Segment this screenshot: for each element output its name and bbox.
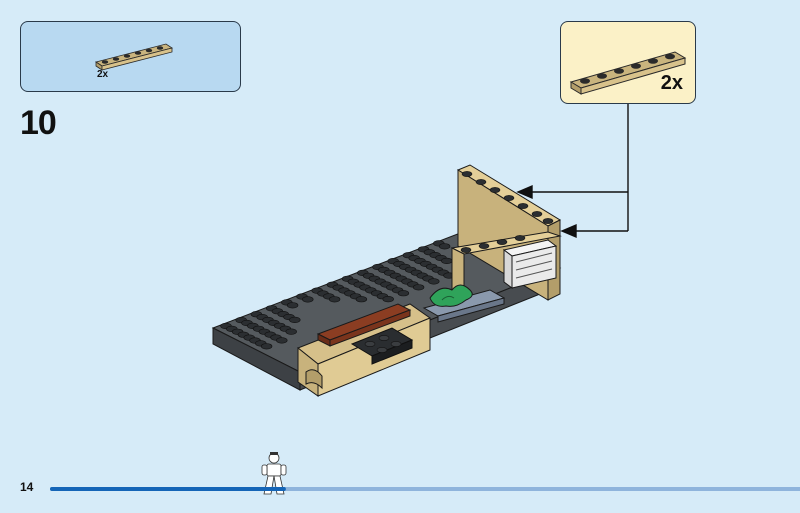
tan-plate-1x6-icon <box>569 51 687 95</box>
wall-studs <box>460 171 554 253</box>
black-plate <box>350 327 414 365</box>
stud <box>289 316 301 324</box>
tan-plate-1x6-icon <box>95 43 173 71</box>
parts-list-box: 2x <box>20 21 241 92</box>
stud <box>428 278 440 285</box>
callout-quantity: 2x <box>660 72 683 94</box>
stud <box>355 296 368 303</box>
step-number: 10 <box>20 104 57 142</box>
stud <box>260 343 273 350</box>
page-number: 14 <box>20 480 34 494</box>
green-plant <box>429 284 473 307</box>
stud <box>286 302 299 309</box>
brown-bench <box>316 303 412 347</box>
stud <box>382 296 394 303</box>
stud <box>302 296 314 303</box>
stud <box>276 337 288 344</box>
stud <box>285 328 297 335</box>
white-radiator <box>502 239 558 289</box>
stud <box>328 296 341 303</box>
stud <box>397 290 410 297</box>
parts-list-quantity: 2x <box>97 69 109 80</box>
baseplate-studs <box>220 240 455 350</box>
sub-step-callout: 2x <box>560 21 696 104</box>
stud <box>412 284 425 291</box>
callout-arrows <box>516 104 629 239</box>
blue-gray-tile <box>422 289 506 323</box>
stud <box>438 243 451 250</box>
